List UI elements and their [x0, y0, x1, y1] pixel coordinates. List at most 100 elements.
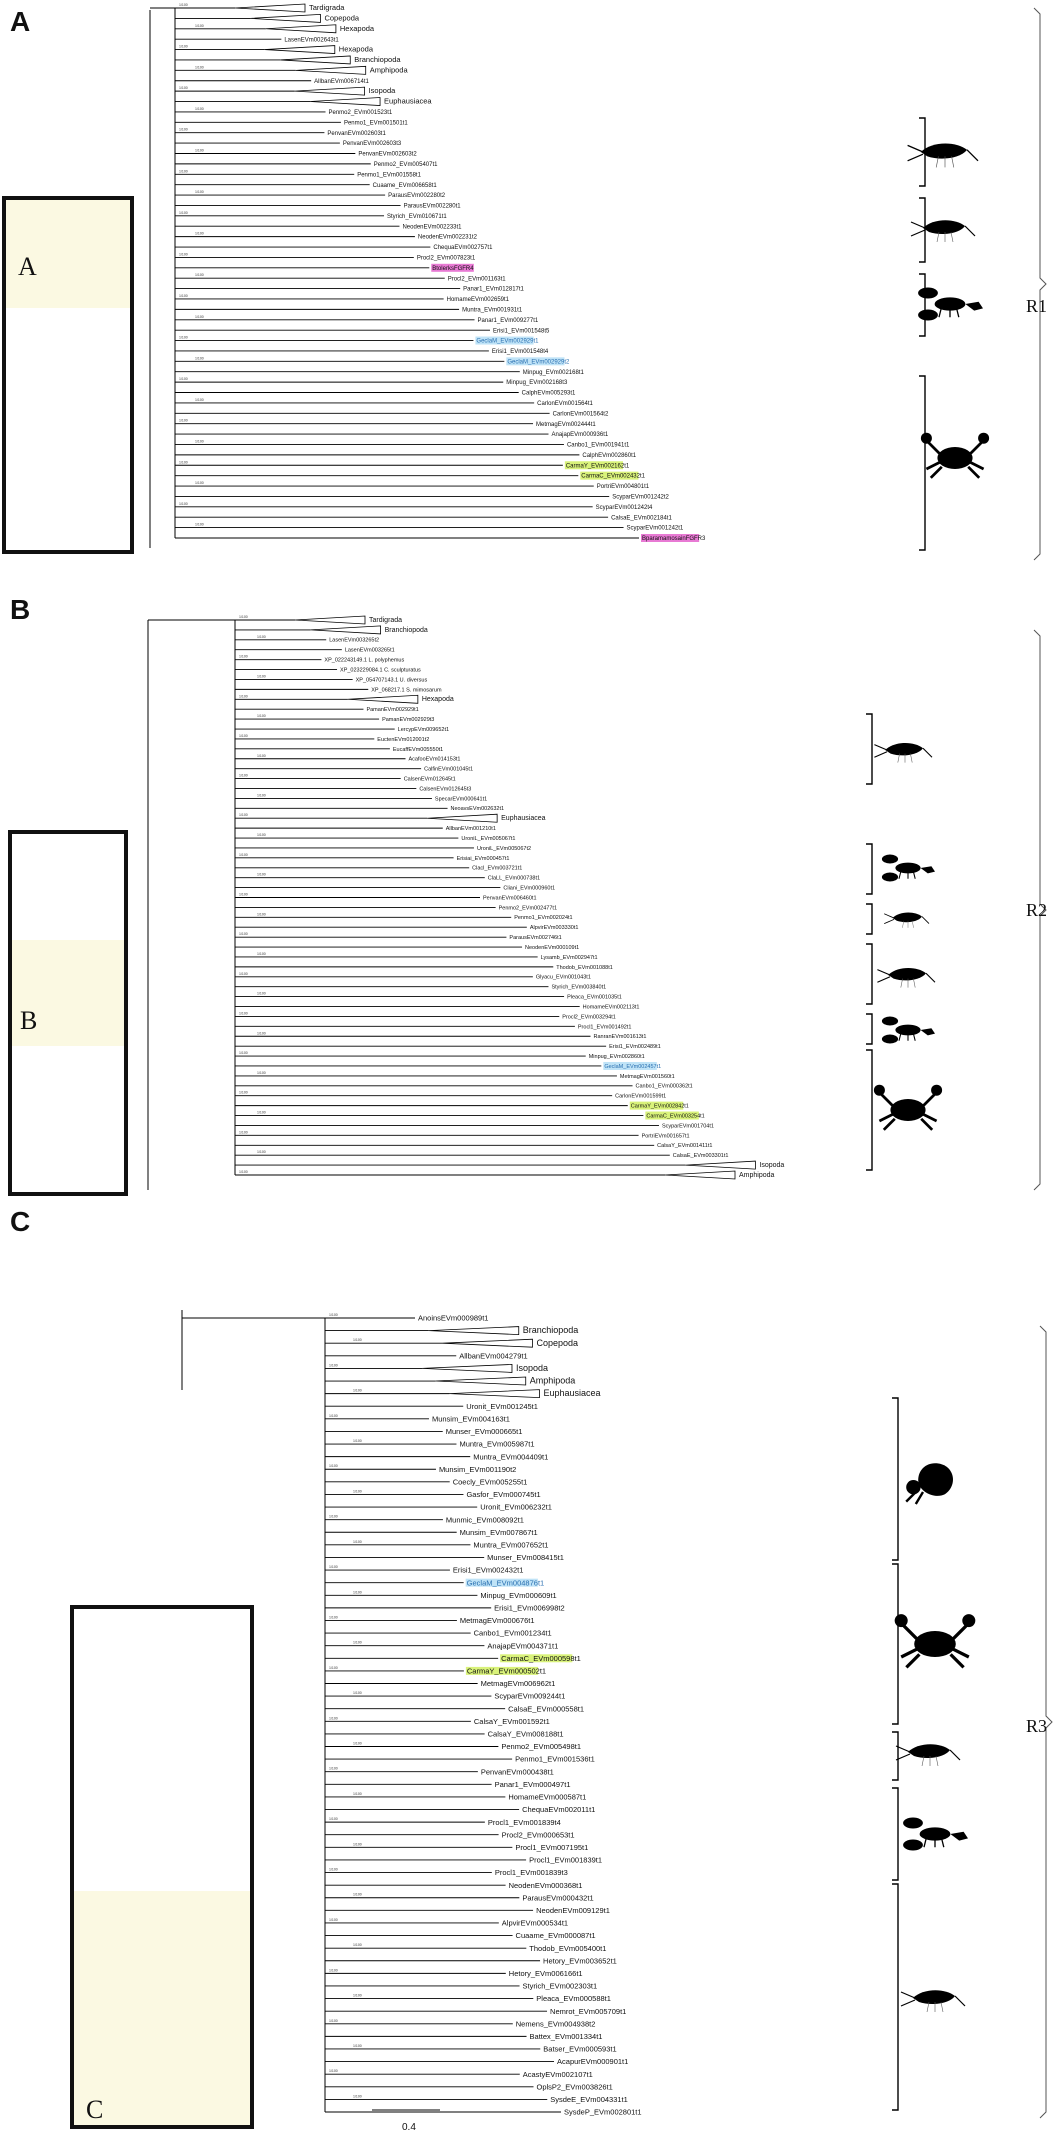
tip-label: Erisiai_EVm000457t1 [457, 856, 510, 862]
support-value: 1/100 [329, 1817, 338, 1821]
collapsed-clade-triangle [280, 55, 351, 65]
tree-c: AnoinsEVm000989t11/100BranchiopodaCopepo… [181, 1310, 1053, 2119]
collapsed-clade-triangle [310, 625, 382, 635]
lobster-icon [881, 1016, 935, 1044]
tip-label: NeodenEVm000368t1 [509, 1881, 583, 1890]
tip-label: HomameEVm002113t1 [583, 1004, 640, 1010]
tip-label: Isopoda [516, 1363, 548, 1373]
support-value: 1/100 [195, 190, 204, 194]
shrimp-icon [910, 220, 976, 243]
scale-bar-label: 0.4 [402, 2122, 416, 2133]
support-value: 1/100 [195, 232, 204, 236]
lobster-icon [903, 1817, 968, 1851]
tip-label: Nemrot_EVm005709t1 [550, 2007, 626, 2016]
clade-bracket [892, 1397, 899, 1561]
tip-label: Procl2_EVm000653t1 [502, 1830, 575, 1839]
tip-label: AllbanEVm004279t1 [459, 1351, 527, 1360]
support-value: 1/100 [257, 635, 266, 639]
tip-label: Erisi1_EVm001548t5 [493, 328, 550, 334]
tip-label: XP_054707143.1 U. diversus [356, 677, 428, 683]
support-value: 1/100 [239, 655, 248, 659]
tip-label: PortriEVm004801t1 [597, 484, 650, 490]
collapsed-clade-triangle [294, 615, 366, 625]
tip-label: MetmagEVm002444t1 [536, 422, 596, 428]
tip-label: AcafooEVm014153t1 [409, 757, 461, 763]
support-value: 1/100 [329, 1363, 338, 1367]
support-value: 1/100 [239, 734, 248, 738]
highlight-green [564, 461, 624, 470]
thumb-b-letter: B [20, 1006, 38, 1035]
tip-label: CarmaC_EVm002432t1 [581, 474, 645, 480]
crab-icon [873, 1084, 943, 1131]
highlight-green [580, 471, 639, 480]
tip-label: Erisi1_EVm002432t1 [453, 1566, 523, 1575]
tip-label: Uronit_EVm001245t1 [466, 1402, 538, 1411]
support-value: 1/100 [179, 294, 188, 298]
tip-label: CarlonEVm001564t2 [553, 411, 609, 417]
tip-label: Battex_EVm001334t1 [530, 2032, 603, 2041]
tip-label: Tardigrada [309, 3, 345, 12]
tip-label: Pleaca_EVm001035t1 [567, 995, 622, 1001]
region-bracket [1033, 7, 1047, 561]
clade-bracket [866, 713, 873, 785]
tree-b: Tardigrada1/100BranchiopodaLasenEVm00326… [147, 615, 1047, 1191]
highlight-magenta [431, 263, 474, 272]
tip-label: BtolerksFGFR4 [432, 266, 474, 272]
tip-label: Canbo1_EVm001941t1 [567, 443, 630, 449]
tip-label: ScyparEVm001242t1 [627, 526, 684, 532]
tip-label: Muntra_EVm001931t1 [462, 307, 523, 313]
support-value: 1/100 [353, 1943, 362, 1947]
tip-label: Munser_EVm008415t1 [487, 1553, 564, 1562]
support-value: 1/100 [353, 1842, 362, 1846]
highlight-green [465, 1666, 539, 1675]
tip-label: BparamamosainFGFR3 [642, 536, 706, 542]
support-value: 1/100 [179, 502, 188, 506]
shrimp-icon [884, 912, 930, 928]
tip-label: NeodenEVm009129t1 [536, 1906, 610, 1915]
support-value: 1/100 [329, 1464, 338, 1468]
hermit-crab-icon [905, 1463, 953, 1505]
support-value: 1/100 [353, 1792, 362, 1796]
tip-label: CalsaY_EVm001592t1 [474, 1717, 550, 1726]
tip-label: Styrich_EVm010671t1 [387, 214, 447, 220]
tip-label: Panar1_EVm000497t1 [495, 1780, 571, 1789]
support-value: 1/100 [329, 1414, 338, 1418]
panel-b-overview-thumbnail: B [8, 830, 128, 1196]
crab-icon [894, 1614, 976, 1669]
tip-label: ScyparEVm001704t1 [662, 1123, 714, 1129]
tip-label: Muntra_EVm005987t1 [459, 1440, 534, 1449]
shrimp-icon [874, 743, 933, 763]
tip-label: UroniL_EVm005067t2 [477, 846, 531, 852]
support-value: 1/100 [257, 912, 266, 916]
tip-label: Clacl_EVm003721t1 [472, 866, 522, 872]
tip-label: MetmagEVm001560t1 [620, 1074, 675, 1080]
tip-label: CalsaE_EVm000558t1 [508, 1704, 584, 1713]
shrimp-icon [900, 1990, 966, 2013]
tip-label: Minpug_EVm002860t1 [589, 1054, 645, 1060]
panel-b-letter: B [10, 594, 31, 625]
support-value: 1/100 [195, 523, 204, 527]
clade-bracket [866, 843, 873, 895]
tip-label: Penmo1_EVm002024t1 [514, 915, 572, 921]
clade-bracket [866, 1013, 873, 1045]
tree-a: Tardigrada1/100CopepodaHexapoda1/100Lase… [149, 3, 1047, 561]
collapsed-clade-triangle [685, 1160, 756, 1170]
tip-label: CarmaY_EVm002162t1 [566, 463, 630, 469]
tip-label: Batser_EVm000593t1 [543, 2045, 616, 2054]
tip-label: UroniL_EVm005067t1 [461, 836, 515, 842]
support-value: 1/100 [239, 1170, 248, 1174]
tip-label: Amphipoda [530, 1376, 576, 1386]
tip-label: AnajapEVm000936t1 [551, 432, 608, 438]
tip-label: CalsenEVm012645t1 [404, 776, 456, 782]
tip-label: Muntra_EVm007652t1 [473, 1540, 548, 1549]
support-value: 1/100 [257, 674, 266, 678]
tip-label: Thodob_EVm005400t1 [529, 1944, 606, 1953]
support-value: 1/100 [179, 419, 188, 423]
tip-label: OplsP2_EVm003826t1 [537, 2082, 613, 2091]
support-value: 1/100 [329, 2019, 338, 2023]
shrimp-icon [907, 143, 979, 168]
collapsed-clade-triangle [664, 1170, 736, 1180]
tip-label: Euphausiacea [501, 815, 545, 822]
collapsed-clade-triangle [234, 3, 306, 13]
